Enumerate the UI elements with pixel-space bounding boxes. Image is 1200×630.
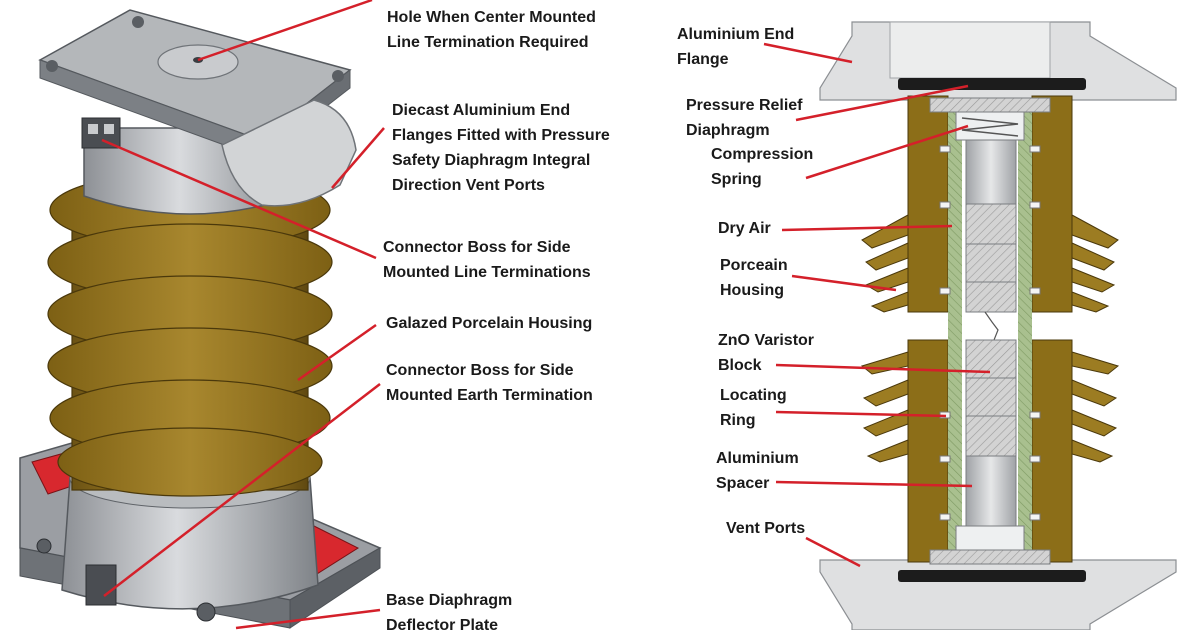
label-line: Galazed Porcelain Housing: [386, 315, 593, 332]
label-line: Diecast Aluminium End: [392, 102, 571, 119]
leader-line: [795, 84, 969, 122]
leader-line: [235, 608, 381, 630]
label-line: Block: [718, 357, 762, 374]
inner-hatch-left: [948, 110, 962, 550]
earth-connector-boss: [85, 564, 117, 606]
zno-varistor-block: [965, 281, 1017, 313]
label-line: Spacer: [716, 475, 770, 492]
leader-line: [103, 383, 381, 597]
label-line: Locating: [720, 387, 787, 404]
top-bolt: [46, 60, 58, 72]
label-line: Compression: [711, 146, 814, 163]
base-plate-side: [289, 547, 381, 629]
label-connector-boss-earth: Connector Boss for Side Mounted Earth Te…: [386, 358, 593, 408]
porcelain-housing-section: [860, 95, 1120, 563]
bottom-spring-housing: [955, 525, 1025, 551]
label-zno-varistor-block: ZnO Varistor Block: [718, 328, 814, 378]
aluminium-spacer-block: [965, 139, 1017, 205]
leader-line: [197, 0, 373, 62]
leader-line: [775, 363, 991, 374]
leader-line: [805, 536, 861, 568]
top-seal: [898, 78, 1086, 90]
label-line: Porceain: [720, 257, 788, 274]
locating-rings: [939, 145, 1041, 521]
pressure-relief-diaphragm: [929, 97, 1051, 113]
label-compression-spring: Compression Spring: [711, 142, 813, 192]
label-line: Housing: [720, 282, 784, 299]
zno-varistor-block: [965, 415, 1017, 457]
connector-socket: [104, 124, 114, 134]
base-bolt: [36, 538, 52, 554]
label-line: Connector Boss for Side: [383, 239, 571, 256]
right-cross-section: [819, 21, 1177, 630]
zno-varistor-block: [965, 203, 1017, 245]
label-line: Safety Diaphragm Integral: [392, 152, 591, 169]
label-line: Vent Ports: [726, 520, 806, 537]
label-aluminium-spacer: Aluminium Spacer: [716, 446, 799, 496]
break-mark: [984, 311, 999, 341]
inner-hatch-right: [1018, 110, 1032, 550]
label-line: Aluminium End: [677, 26, 795, 43]
bottom-diaphragm: [929, 549, 1051, 565]
label-line: Base Diaphragm: [386, 592, 513, 609]
label-line: Hole When Center Mounted: [387, 9, 596, 26]
label-line: Line Termination Required: [387, 34, 589, 51]
label-line: Flanges Fitted with Pressure: [392, 127, 610, 144]
label-line: Mounted Earth Termination: [386, 387, 593, 404]
leader-line: [331, 127, 385, 189]
left-arrester-illustration: [19, 9, 382, 629]
leader-line: [297, 323, 377, 382]
label-line: Spring: [711, 171, 762, 188]
label-line: Aluminium: [716, 450, 799, 467]
leader-line: [763, 42, 853, 64]
label-glazed-porcelain-housing: Galazed Porcelain Housing: [386, 311, 592, 336]
label-diecast-end-flanges: Diecast Aluminium End Flanges Fitted wit…: [392, 98, 610, 198]
leader-line: [781, 224, 953, 232]
connector-socket: [88, 124, 98, 134]
label-porcelain-housing: Porceain Housing: [720, 253, 788, 303]
line-connector-boss: [81, 117, 121, 149]
leader-lines: [101, 0, 991, 630]
label-locating-ring: Locating Ring: [720, 383, 787, 433]
label-line: Connector Boss for Side: [386, 362, 574, 379]
base-bolt: [196, 602, 216, 622]
top-bolt: [132, 16, 144, 28]
vent-port-hood: [221, 99, 357, 207]
compression-spring-coil: [961, 117, 1019, 137]
bottom-seal: [898, 570, 1086, 582]
zno-varistor-block: [965, 243, 1017, 283]
label-line: Ring: [720, 412, 756, 429]
label-line: ZnO Varistor: [718, 332, 815, 349]
top-bolt: [332, 70, 344, 82]
label-line: Diaphragm: [686, 122, 770, 139]
label-line: Deflector Plate: [386, 617, 499, 630]
top-flange-hub: [889, 21, 1051, 79]
leader-line: [101, 138, 377, 260]
label-vent-ports: Vent Ports: [726, 516, 805, 541]
label-line: Direction Vent Ports: [392, 177, 545, 194]
zno-varistor-block: [965, 377, 1017, 417]
label-aluminium-end-flange: Aluminium End Flange: [677, 22, 794, 72]
leader-line: [775, 480, 973, 488]
leader-line: [791, 274, 897, 292]
leader-line: [775, 410, 947, 418]
label-base-diaphragm: Base Diaphragm Deflector Plate: [386, 588, 512, 630]
leader-line: [805, 124, 969, 180]
label-dry-air: Dry Air: [718, 216, 771, 241]
label-connector-boss-line: Connector Boss for Side Mounted Line Ter…: [383, 235, 591, 285]
label-line: Flange: [677, 51, 729, 68]
label-line: Mounted Line Terminations: [383, 264, 591, 281]
aluminium-spacer-block: [965, 455, 1017, 527]
label-center-mount-hole: Hole When Center Mounted Line Terminatio…: [387, 5, 596, 55]
label-pressure-relief-diaphragm: Pressure Relief Diaphragm: [686, 93, 803, 143]
label-line: Dry Air: [718, 220, 771, 237]
label-line: Pressure Relief: [686, 97, 803, 114]
